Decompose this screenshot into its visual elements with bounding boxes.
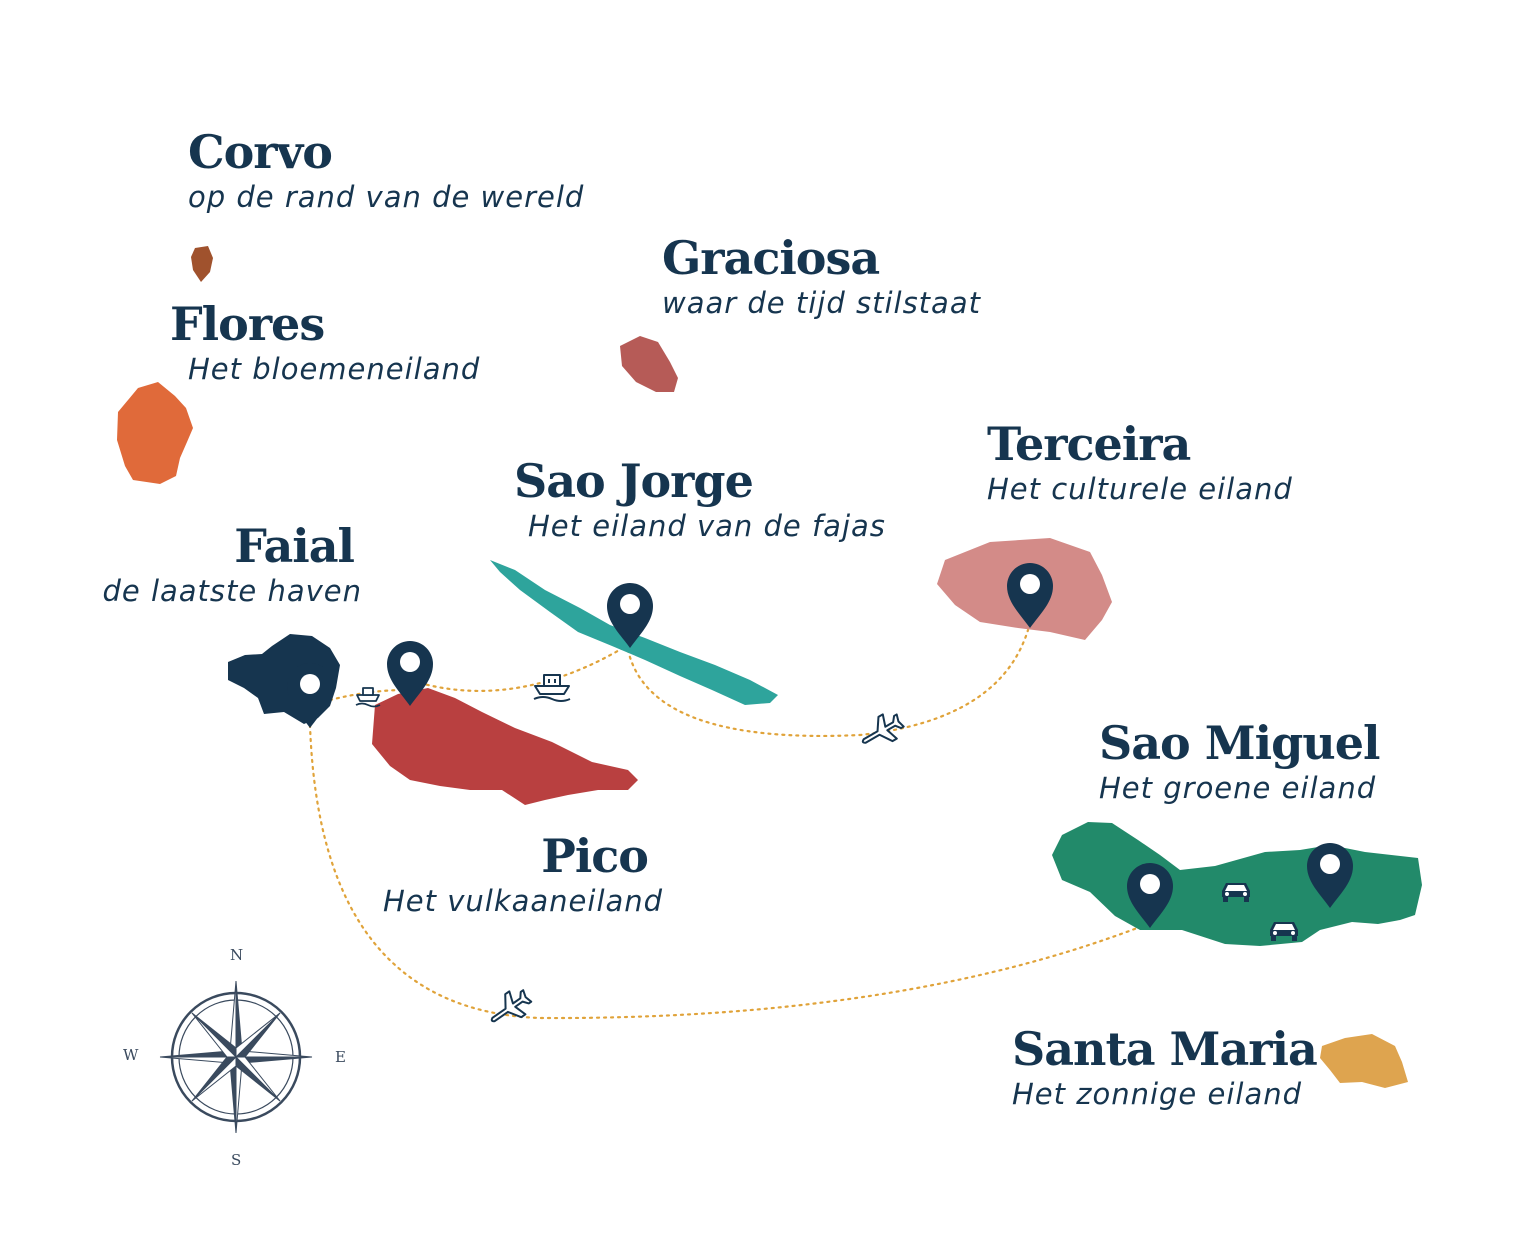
island-name: Corvo bbox=[188, 125, 333, 179]
car-icon bbox=[1270, 922, 1298, 941]
island-name: Faial bbox=[234, 519, 355, 573]
label-faial: Faial de laatste haven bbox=[96, 520, 362, 610]
island-tagline: op de rand van de wereld bbox=[188, 180, 585, 214]
route-pico-saojorge bbox=[418, 643, 630, 692]
island-name: Santa Maria bbox=[1012, 1022, 1318, 1076]
label-pico: Pico Het vulkaaneiland bbox=[383, 829, 664, 920]
map-pin-icon bbox=[607, 583, 653, 648]
island-tagline: Het culturele eiland bbox=[987, 472, 1293, 506]
island-tagline: Het vulkaaneiland bbox=[383, 884, 664, 918]
map-pin-icon bbox=[1007, 563, 1053, 628]
island-tagline: Het eiland van de fajas bbox=[528, 509, 886, 543]
island-santa-maria bbox=[1320, 1034, 1408, 1088]
compass-west-label: W bbox=[123, 1046, 139, 1064]
label-flores: Flores Het bloemeneiland bbox=[170, 298, 480, 388]
compass-east-label: E bbox=[335, 1048, 346, 1066]
island-corvo bbox=[191, 246, 213, 282]
island-sao-jorge bbox=[490, 560, 778, 705]
compass-rose-icon bbox=[159, 980, 313, 1134]
route-saojorge-terceira bbox=[626, 628, 1030, 737]
island-tagline: waar de tijd stilstaat bbox=[662, 286, 981, 320]
island-tagline: Het bloemeneiland bbox=[188, 352, 481, 386]
island-name: Flores bbox=[170, 297, 325, 351]
label-sao-jorge: Sao Jorge Het eiland van de fajas bbox=[514, 455, 886, 545]
plane-icon bbox=[490, 989, 533, 1023]
map-pin-icon bbox=[1307, 843, 1353, 908]
island-name: Graciosa bbox=[662, 231, 880, 285]
island-tagline: Het zonnige eiland bbox=[1012, 1077, 1303, 1111]
island-name: Sao Jorge bbox=[514, 454, 754, 508]
label-corvo: Corvo op de rand van de wereld bbox=[188, 126, 584, 216]
map-pin-icon bbox=[287, 663, 333, 728]
compass-south-label: S bbox=[231, 1151, 242, 1169]
ferry-icon bbox=[533, 674, 571, 702]
island-tagline: Het groene eiland bbox=[1099, 771, 1377, 805]
map-pin-icon bbox=[387, 641, 433, 706]
island-name: Pico bbox=[541, 829, 649, 883]
label-sao-miguel: Sao Miguel Het groene eiland bbox=[1099, 716, 1380, 807]
island-pico bbox=[372, 688, 638, 805]
island-name: Terceira bbox=[987, 417, 1191, 471]
routes bbox=[308, 628, 1332, 1020]
plane-icon bbox=[861, 713, 905, 744]
island-name: Sao Miguel bbox=[1099, 716, 1380, 770]
label-graciosa: Graciosa waar de tijd stilstaat bbox=[662, 232, 981, 322]
map-pin-icon bbox=[1127, 863, 1173, 928]
compass-north-label: N bbox=[230, 946, 244, 964]
island-flores bbox=[117, 382, 193, 484]
route-faial-saomiguel bbox=[308, 723, 1147, 1020]
island-tagline: de laatste haven bbox=[102, 574, 362, 608]
ferry-icon bbox=[355, 687, 381, 708]
label-santa-maria: Santa Maria Het zonnige eiland bbox=[1012, 1022, 1318, 1113]
island-graciosa bbox=[620, 336, 678, 392]
car-icon bbox=[1222, 883, 1250, 902]
label-terceira: Terceira Het culturele eiland bbox=[987, 418, 1293, 508]
